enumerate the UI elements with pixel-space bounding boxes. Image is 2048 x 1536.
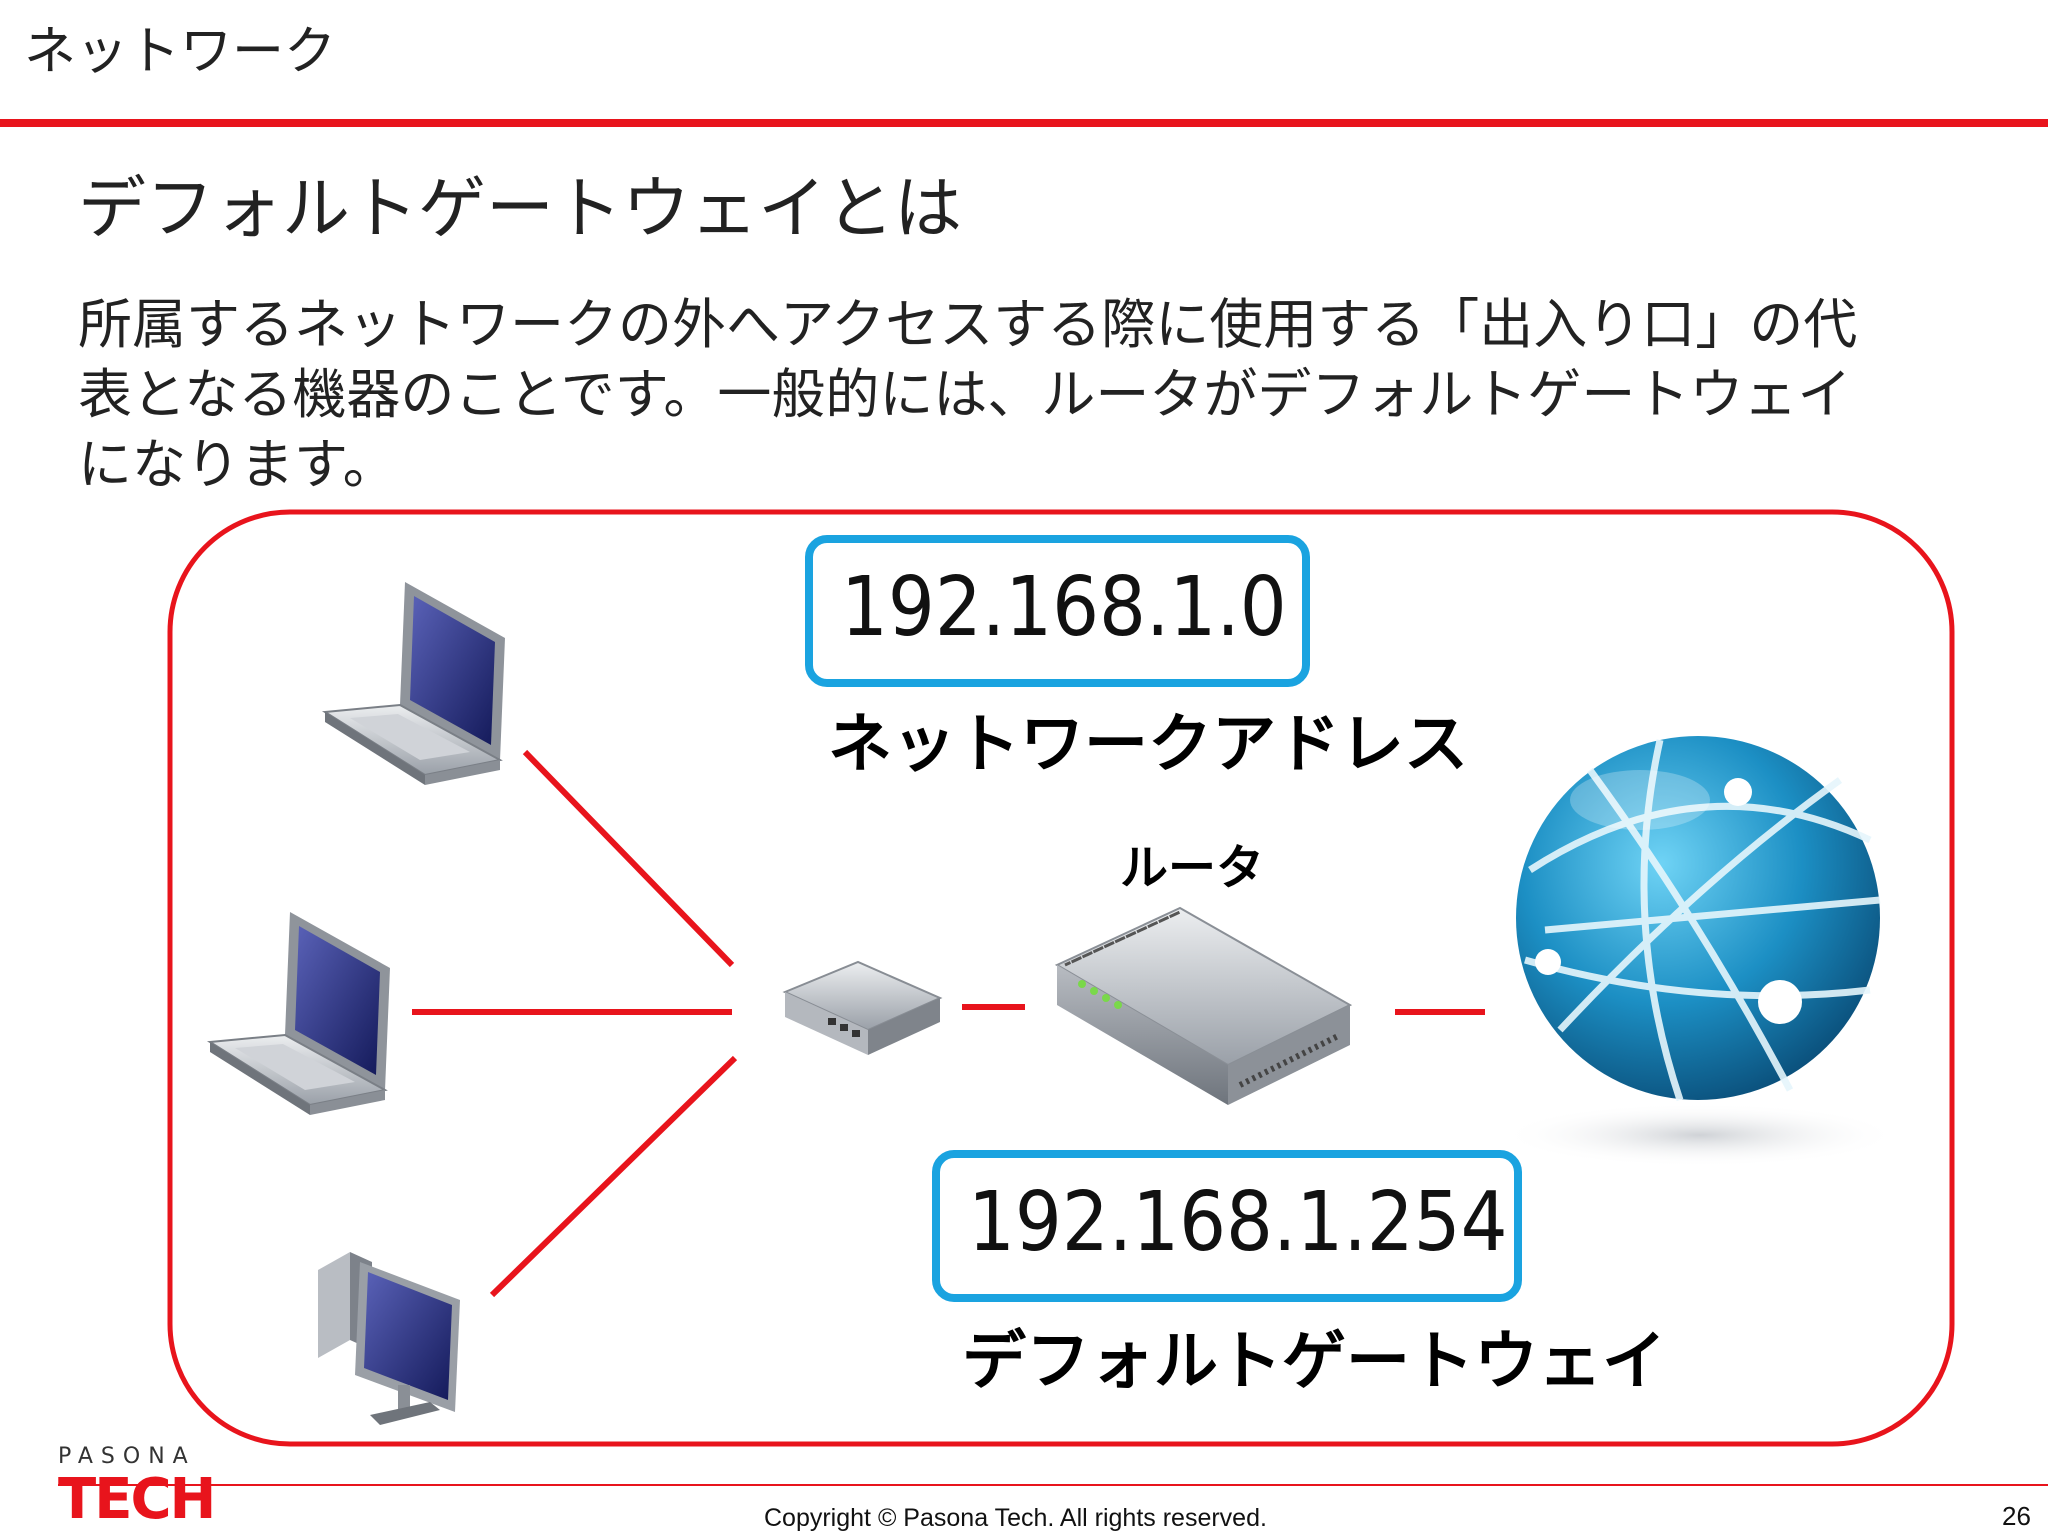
laptop-icon — [206, 912, 390, 1115]
body-line: になります。 — [78, 433, 397, 496]
link-laptop1-switch — [522, 749, 735, 968]
pasona-tech-logo: PASONA TECH — [58, 1444, 216, 1532]
default-gateway-label: デフォルトゲートウェイ — [962, 1325, 1666, 1399]
body-paragraph: 所属するネットワークの外へアクセスする際に使用する「出入り口」の代 表となる機器… — [78, 290, 1978, 500]
desktop-pc-icon — [318, 1252, 460, 1425]
header-title: ネットワーク — [24, 22, 337, 82]
body-line: 表となる機器のことです。一般的には、ルータがデフォルトゲートウェイ — [78, 363, 1852, 426]
network-boundary-frame — [167, 509, 1955, 1447]
default-gateway-ip-box: 192.168.1.254 — [932, 1150, 1522, 1302]
network-address-ip-box: 192.168.1.0 — [805, 535, 1310, 687]
header-divider — [0, 119, 2048, 127]
body-line: 所属するネットワークの外へアクセスする際に使用する「出入り口」の代 — [78, 293, 1858, 356]
slide-title: デフォルトゲートウェイとは — [78, 170, 963, 249]
copyright-text: Copyright © Pasona Tech. All rights rese… — [764, 1504, 1267, 1532]
logo-tech-text: TECH — [58, 1467, 216, 1532]
router-label: ルータ — [1120, 840, 1265, 896]
page-number: 26 — [2002, 1501, 2031, 1531]
network-address-label: ネットワークアドレス — [828, 708, 1468, 782]
footer-divider — [58, 1484, 2048, 1486]
internet-globe-icon — [1500, 736, 1900, 1167]
logo-pasona-text: PASONA — [58, 1444, 196, 1469]
switch-hub-icon — [782, 960, 943, 1055]
router-icon — [1054, 906, 1353, 1105]
laptop-icon — [321, 582, 505, 785]
link-pc-switch — [489, 1055, 738, 1298]
